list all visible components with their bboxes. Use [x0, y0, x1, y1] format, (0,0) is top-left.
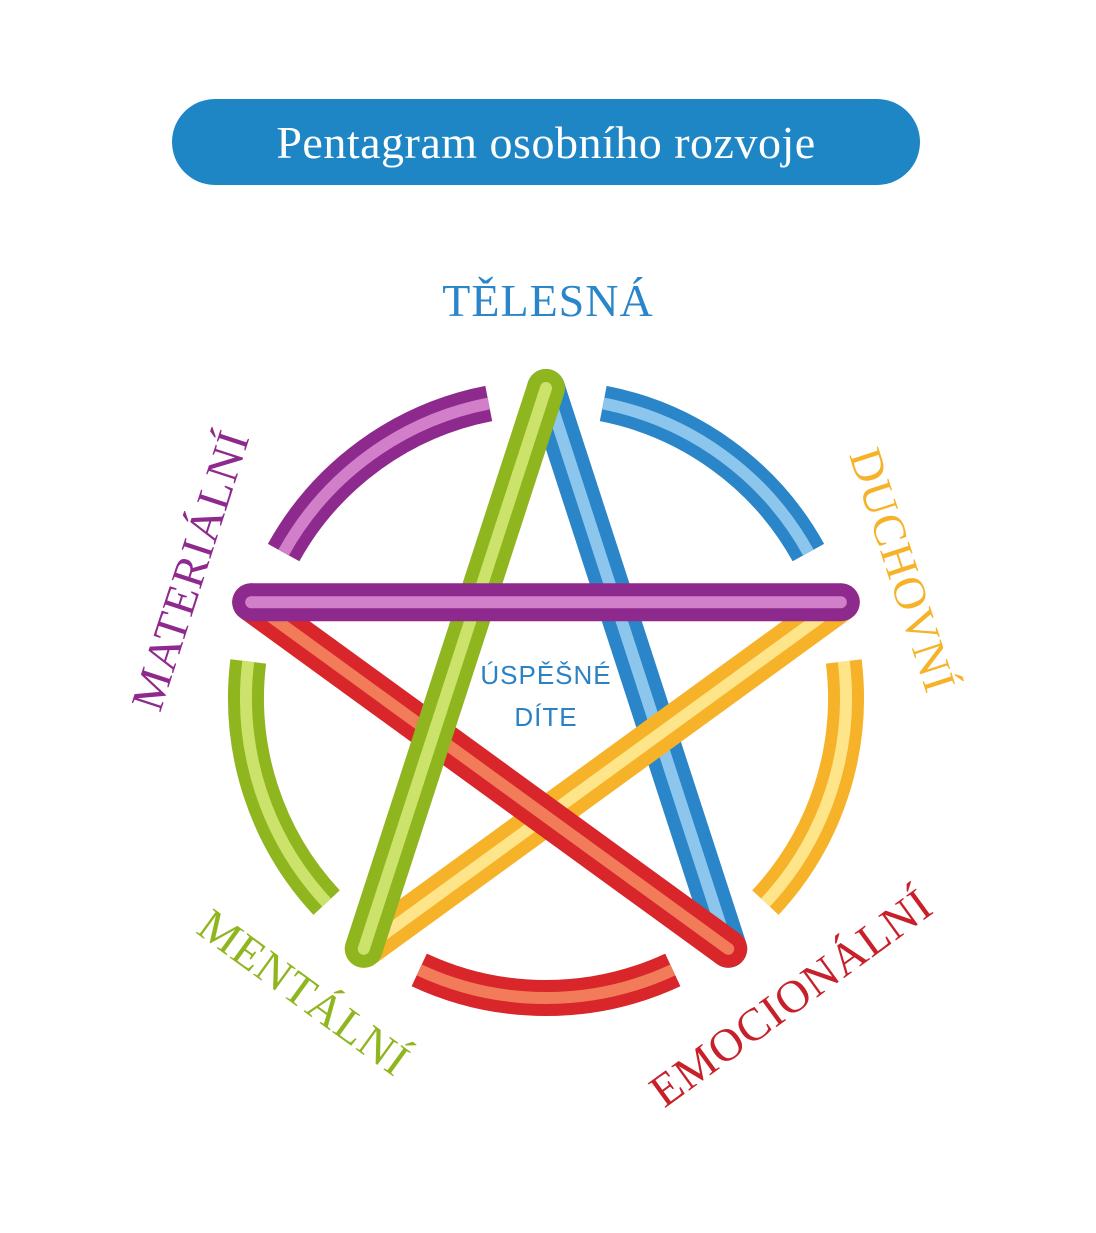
- label-telesna: TĚLESNÁ: [442, 275, 653, 326]
- star-highlight-mentalni: [357, 382, 552, 955]
- arc-highlight-materialni: [278, 397, 490, 556]
- center-label-line2: DÍTE: [514, 702, 577, 732]
- star-highlight-duchovni: [357, 596, 847, 955]
- star-highlight-emocionalni: [245, 596, 735, 955]
- title-banner: Pentagram osobního rozvoje: [172, 99, 920, 185]
- pentagram-star: [232, 369, 860, 968]
- circle-arcs: [228, 385, 864, 1016]
- arc-telesna: [599, 385, 825, 562]
- center-label-line1: ÚSPĚŠNÉ: [480, 660, 611, 690]
- arc-highlight-mentalni: [240, 660, 331, 907]
- arc-highlight-emocionalni: [416, 964, 676, 1004]
- page-title: Pentagram osobního rozvoje: [276, 116, 816, 168]
- arc-highlight-telesna: [602, 397, 814, 556]
- arc-highlight-duchovni: [761, 660, 852, 907]
- star-highlight-telesna: [540, 382, 735, 955]
- arc-materialni: [267, 385, 493, 562]
